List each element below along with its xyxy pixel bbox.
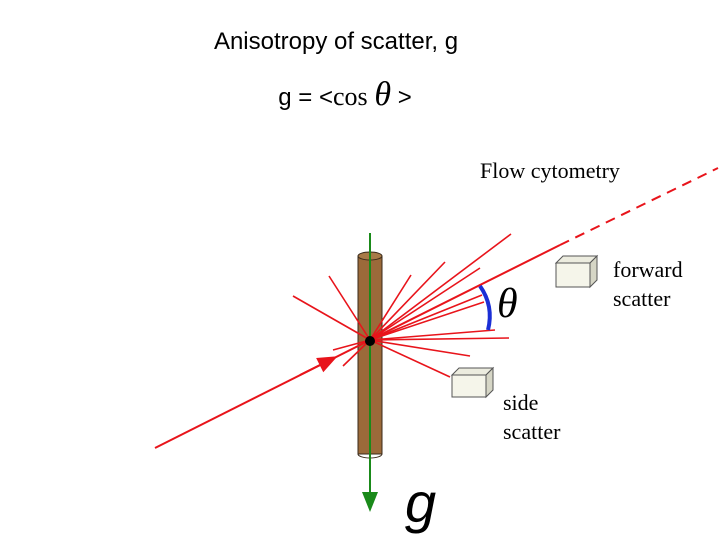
scattered-rays [292, 233, 512, 378]
forward-scatter-label-line2: scatter [613, 286, 671, 311]
slide-title: Anisotropy of scatter, g [213, 28, 459, 55]
scatter-ray [292, 295, 371, 341]
side-scatter-detector [450, 366, 495, 399]
scatter-ray [342, 339, 371, 367]
formula-theta: θ [374, 76, 392, 113]
scatter-ray [369, 261, 446, 341]
scatter-ray [369, 294, 483, 341]
scatter-ray [369, 301, 485, 341]
scatter-ray [369, 337, 510, 341]
scatter-ray [328, 275, 371, 341]
formula-rhs: > [397, 84, 412, 111]
theta-angle-label: θ [497, 281, 518, 327]
scatter-ray [369, 274, 412, 341]
angle-arc [478, 284, 492, 331]
scattering-particle [365, 336, 375, 346]
scatter-ray [332, 339, 371, 351]
forward-scatter-detector [554, 254, 599, 289]
scatter-ray [369, 339, 471, 357]
scatter-ray [369, 329, 496, 341]
forward-beam [369, 167, 719, 341]
side-scatter-label-line1: side [503, 390, 539, 415]
scatter-ray [369, 233, 512, 341]
scatter-ray [369, 267, 481, 341]
forward-scatter-label-line1: forward [613, 257, 683, 282]
formula-cos: cos [332, 82, 368, 111]
formula-lhs: g = < [278, 84, 333, 111]
scatter-ray [369, 339, 451, 378]
gravity-g-label: g [405, 471, 437, 534]
side-scatter-label-line2: scatter [503, 419, 561, 444]
incident-ray [154, 339, 371, 449]
anisotropy-formula: g = <cos θ > [0, 76, 690, 114]
flow-cytometry-label: Flow cytometry [480, 158, 620, 183]
